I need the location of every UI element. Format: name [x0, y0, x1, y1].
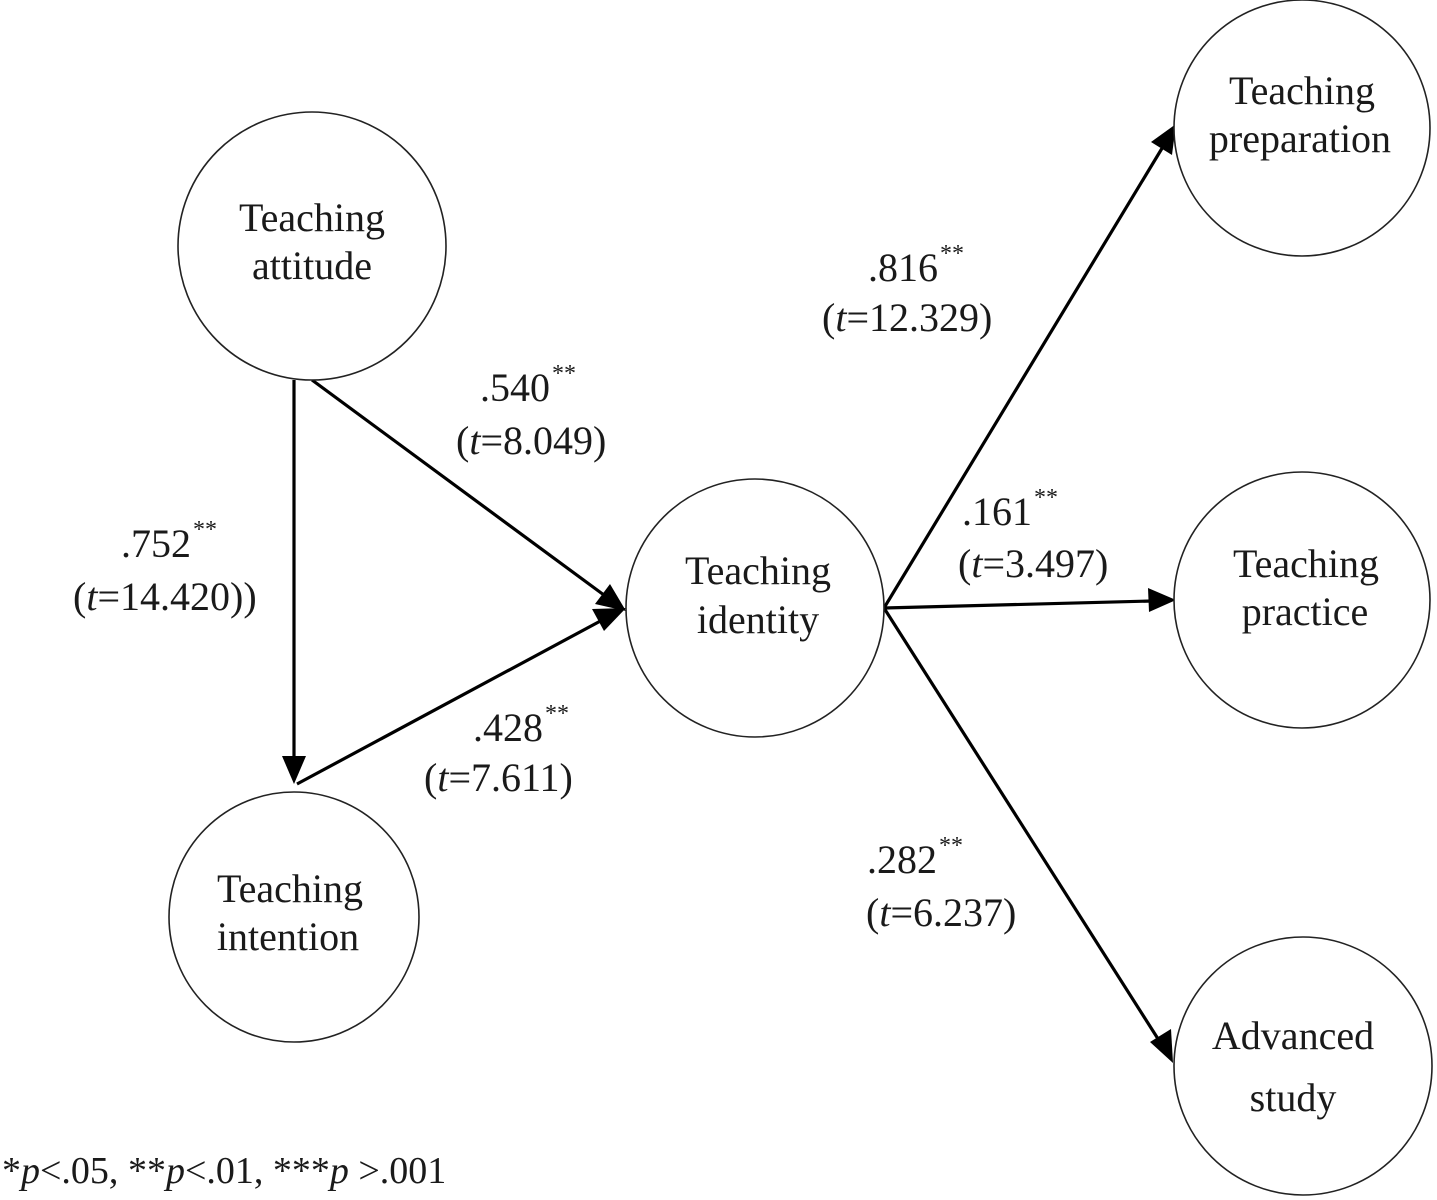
node-label-line: Teaching [1229, 68, 1375, 113]
arrowhead-identity-preparation [1151, 124, 1176, 155]
coefficient-value: .752** [121, 517, 217, 566]
edge-intention-identity [296, 616, 607, 786]
node-teaching-preparation: Teaching preparation [1173, 0, 1431, 257]
coefficient-value: .816** [868, 241, 964, 290]
edges [282, 124, 1176, 1063]
edge-label-attitude-intention: .752** (t=14.420)) [73, 517, 257, 619]
node-label-line: study [1250, 1075, 1337, 1120]
t-statistic: (t=8.049) [456, 418, 606, 463]
node-label-line: Advanced [1212, 1013, 1374, 1058]
node-teaching-practice: Teaching practice [1173, 471, 1431, 729]
arrowhead-attitude-identity [595, 584, 626, 611]
arrowhead-identity-advanced [1150, 1029, 1173, 1063]
edge-attitude-identity [311, 378, 609, 600]
t-statistic: (t=14.420)) [73, 574, 257, 619]
node-label-line: Teaching [217, 866, 363, 911]
node-label-line: Teaching [1233, 541, 1379, 586]
edge-label-identity-practice: .161** (t=3.497) [958, 485, 1108, 586]
significance-footnote: *p<.05, **p<.01, ***p >.001 [2, 1150, 446, 1192]
edge-identity-practice [883, 599, 1153, 610]
node-label-line: Teaching [239, 195, 385, 240]
node-advanced-study: Advanced study [1173, 936, 1433, 1196]
edge-label-intention-identity: .428** (t=7.611) [424, 701, 573, 800]
arrowhead-identity-practice [1148, 588, 1176, 612]
node-label-line: preparation [1209, 116, 1391, 161]
coefficient-value: .282** [867, 833, 963, 882]
coefficient-value: .161** [962, 485, 1058, 534]
t-statistic: (t=6.237) [866, 890, 1016, 935]
node-teaching-attitude: Teaching attitude [177, 111, 447, 381]
edge-identity-advanced [882, 607, 1162, 1043]
edge-label-identity-preparation: .816** (t=12.329) [822, 241, 992, 340]
coefficient-value: .540** [480, 361, 576, 410]
node-label-line: practice [1242, 589, 1369, 634]
coefficient-value: .428** [473, 701, 569, 750]
edge-label-identity-advanced: .282** (t=6.237) [866, 833, 1016, 935]
node-label-line: attitude [252, 243, 372, 288]
node-teaching-identity: Teaching identity [625, 478, 885, 738]
node-teaching-intention: Teaching intention [168, 791, 420, 1043]
t-statistic: (t=3.497) [958, 541, 1108, 586]
node-label-line: intention [217, 914, 359, 959]
edge-identity-preparation [882, 144, 1166, 609]
node-label-line: identity [697, 597, 819, 642]
t-statistic: (t=7.611) [424, 755, 573, 800]
edge-label-attitude-identity: .540** (t=8.049) [456, 361, 606, 463]
node-label-line: Teaching [685, 548, 831, 593]
t-statistic: (t=12.329) [822, 295, 992, 340]
arrowhead-intention-identity [592, 608, 626, 631]
arrowhead-attitude-intention [282, 756, 306, 784]
